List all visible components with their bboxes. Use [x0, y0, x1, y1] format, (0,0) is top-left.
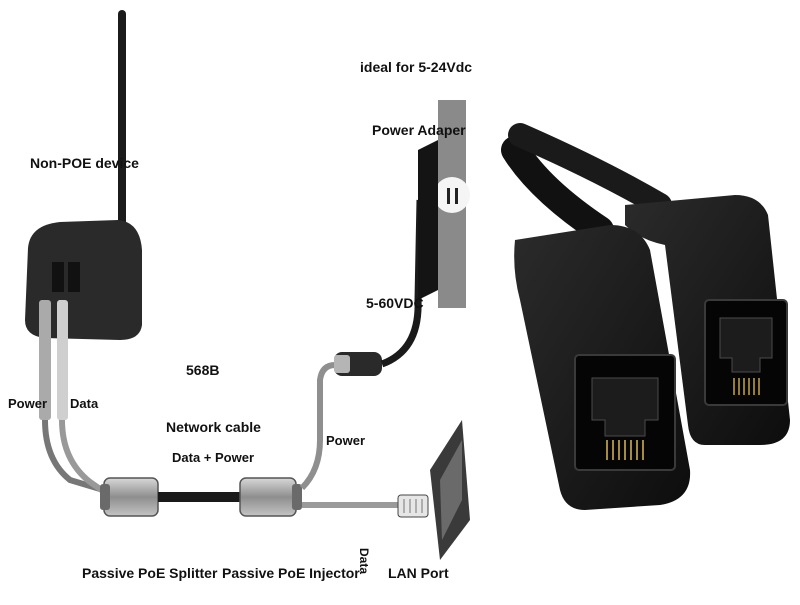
data-port [68, 262, 80, 292]
label-non-poe-device: Non-POE device [30, 155, 139, 171]
label-injector: Passive PoE Injector [222, 565, 360, 581]
label-network-cable: Network cable [166, 419, 261, 435]
power-port [52, 262, 64, 292]
lan-port-device [430, 420, 470, 560]
label-adapter-voltage: 5-60VDC [366, 295, 424, 311]
label-power-right: Power [326, 433, 365, 448]
label-power-adapter: Power Adaper [372, 122, 466, 138]
rj45-plug [398, 495, 428, 517]
label-data-power: Data + Power [172, 450, 254, 465]
label-ideal-voltage: ideal for 5-24Vdc [360, 59, 472, 75]
label-splitter: Passive PoE Splitter [82, 565, 218, 581]
label-data-left: Data [70, 396, 99, 411]
rj45-adapter-photo [514, 135, 790, 510]
label-cable-type: 568B [186, 362, 219, 378]
poe-splitter [100, 478, 158, 516]
dc-plug [334, 200, 420, 376]
rj45-jack-front [514, 225, 690, 510]
label-lan-port: LAN Port [388, 565, 449, 581]
power-cable [302, 365, 335, 488]
non-poe-device [25, 10, 142, 340]
poe-injector [240, 478, 302, 516]
adapter-brick [418, 140, 438, 300]
label-power-left: Power [8, 396, 47, 411]
